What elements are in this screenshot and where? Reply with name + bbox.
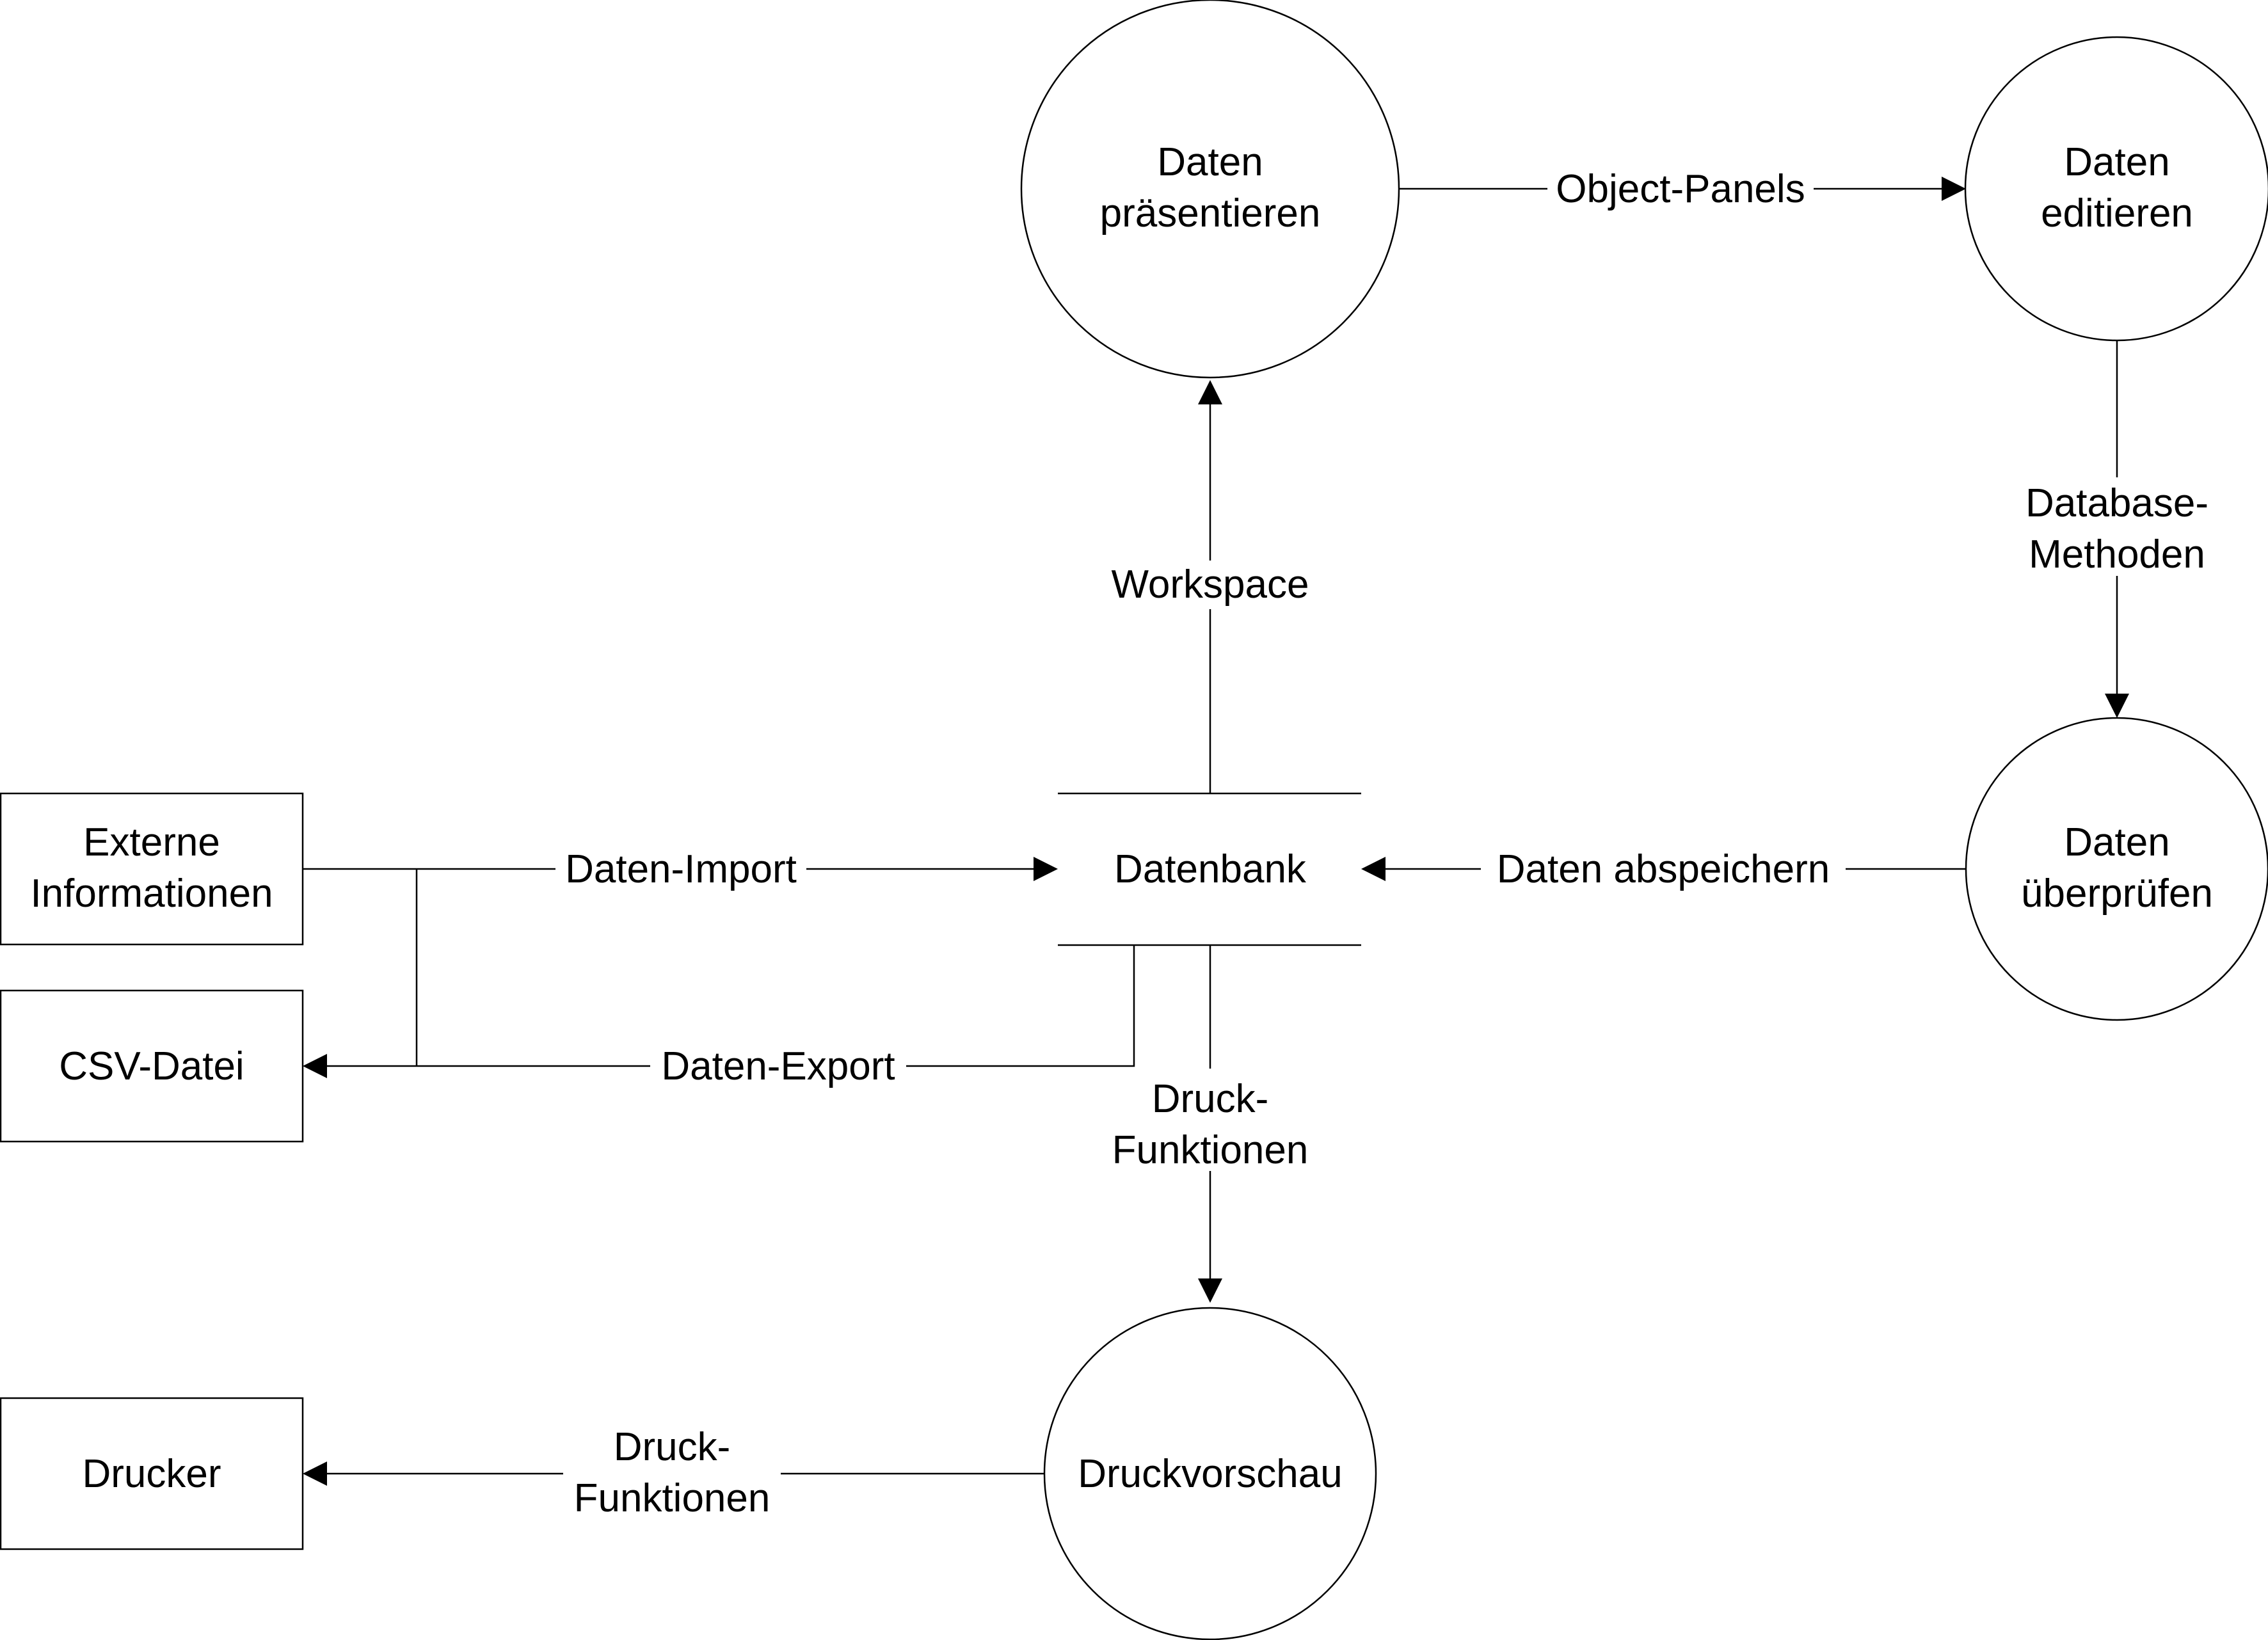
node-label-line: Daten <box>2064 820 2169 864</box>
edge-label-daten-export: Daten-Export <box>650 1042 906 1089</box>
node-label-line: Daten <box>1157 140 1263 184</box>
arrowhead-right-icon <box>1942 177 1966 201</box>
node-label-line: Datenbank <box>1114 847 1307 891</box>
edge-label-line: Methoden <box>2029 532 2205 577</box>
arrowhead-left-icon <box>303 1054 327 1078</box>
node-label-line: Drucker <box>82 1452 221 1496</box>
edge-label-line: Druck- <box>614 1425 731 1469</box>
node-label-line: CSV-Datei <box>59 1044 244 1088</box>
edge-label-line: Daten abspeichern <box>1497 847 1830 891</box>
edge-daten-export <box>303 869 1135 1078</box>
entity-csv-datei: CSV-Datei <box>0 989 304 1143</box>
edge-label-line: Object-Panels <box>1556 167 1805 211</box>
node-label-line: Informationen <box>30 872 273 916</box>
node-label-line: präsentieren <box>1100 191 1321 235</box>
edge-label-druck-funktionen-down: Druck- Funktionen <box>1098 1069 1322 1172</box>
process-daten-ueberpruefen: Daten überprüfen <box>1965 717 2268 1021</box>
entity-drucker: Drucker <box>0 1397 304 1550</box>
process-druckvorschau: Druckvorschau <box>1043 1307 1377 1640</box>
edge-label-object-panels: Object-Panels <box>1547 165 1814 212</box>
edge-label-druck-funktionen-left: Druck- Funktionen <box>563 1422 781 1524</box>
edge-label-line: Workspace <box>1112 562 1309 607</box>
datastore-datenbank: Datenbank <box>1058 792 1361 946</box>
arrowhead-down-icon <box>1198 1278 1222 1303</box>
edge-label-line: Druck- <box>1152 1077 1269 1121</box>
node-label-line: Daten <box>2064 140 2169 184</box>
edge-label-line: Funktionen <box>1112 1128 1309 1172</box>
edge-label-daten-abspeichern: Daten abspeichern <box>1481 845 1846 892</box>
edge-label-line: Funktionen <box>574 1476 771 1520</box>
edge-label-database-methoden: Database- Methoden <box>2011 477 2223 577</box>
node-label-line: Druckvorschau <box>1078 1452 1342 1496</box>
arrowhead-left-icon <box>303 1461 327 1486</box>
node-label-line: editieren <box>2041 191 2193 235</box>
arrowhead-up-icon <box>1198 380 1222 404</box>
node-label-line: überprüfen <box>2021 872 2213 916</box>
arrowhead-right-icon <box>1034 857 1058 881</box>
arrowhead-left-icon <box>1361 857 1386 881</box>
edge-label-workspace: Workspace <box>1098 561 1322 609</box>
arrowhead-down-icon <box>2105 694 2129 718</box>
edge-label-line: Daten-Export <box>661 1044 895 1088</box>
edge-label-daten-import: Daten-Import <box>555 845 806 892</box>
edge-label-line: Database- <box>2025 481 2208 525</box>
node-label-line: Externe <box>83 820 220 864</box>
process-daten-praesentieren: Daten präsentieren <box>1020 0 1400 379</box>
entity-externe-informationen: Externe Informationen <box>0 792 304 946</box>
edge-label-line: Daten-Import <box>565 847 797 891</box>
process-daten-editieren: Daten editieren <box>1964 36 2268 342</box>
